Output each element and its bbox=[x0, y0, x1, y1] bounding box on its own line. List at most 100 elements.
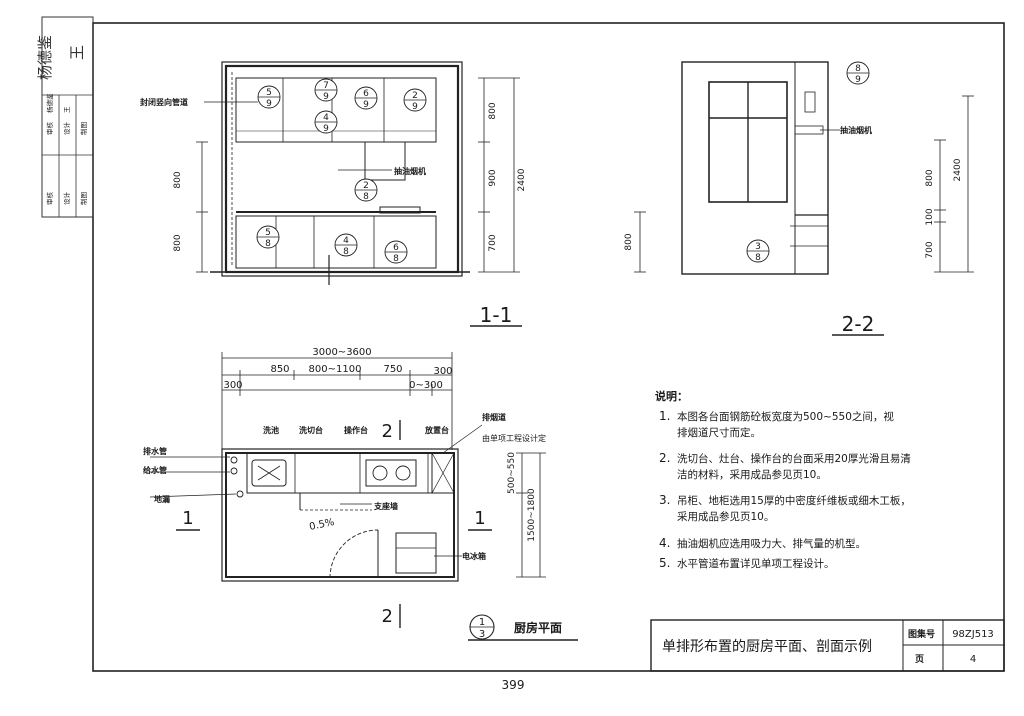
note-item-5: 5. 水平管道布置详见单项工程设计。 bbox=[659, 555, 835, 572]
ref-1-1-b-top: 7 bbox=[323, 81, 329, 91]
dim-1-1-right-1: 900 bbox=[488, 169, 498, 186]
plan-dim-800-1100: 800~1100 bbox=[309, 364, 362, 375]
label-drain-pipe: 排水管 bbox=[143, 446, 167, 456]
ref-bubble-plan: 1 3 bbox=[469, 614, 495, 640]
dim-2-2-total: 2400 bbox=[953, 158, 963, 181]
dim-1-1-total: 2400 bbox=[517, 168, 527, 191]
label-fridge: 电冰箱 bbox=[462, 551, 486, 561]
note-item-2: 2.洗切台、灶台、操作台的台面采用20厚光滑且易清 洁的材料，采用成品参见页10… bbox=[659, 450, 911, 483]
ref-1-1-i-bot: 8 bbox=[393, 254, 399, 264]
note-item-4: 4.抽油烟机应选用吸力大、排气量的机型。 bbox=[659, 535, 866, 552]
ref-1-1-f-top: 2 bbox=[363, 181, 369, 191]
signature-strip: 杨德鉴 王 bbox=[36, 16, 94, 218]
ref-1-1-a-bot: 9 bbox=[266, 99, 272, 109]
label-place: 放置台 bbox=[424, 425, 449, 435]
note-item-1: 1.本图各台面钢筋砼板宽度为500~550之间，视 排烟道尺寸而定。 bbox=[659, 408, 894, 441]
ref-bubble-1-1-i: 6 8 bbox=[384, 240, 408, 264]
ref-1-1-d-top: 4 bbox=[323, 113, 329, 123]
ref-bubble-1-1-a: 5 9 bbox=[257, 85, 281, 109]
plan-dim-300-left: 300 bbox=[223, 380, 242, 391]
plan-dim-300-right: 300 bbox=[433, 366, 452, 377]
atlas-label: 图集号 bbox=[908, 628, 935, 640]
atlas-value: 98ZJ513 bbox=[952, 629, 994, 640]
ref-1-1-f-bot: 8 bbox=[363, 192, 369, 202]
dim-1-1-left-upper: 800 bbox=[173, 171, 183, 188]
dim-2-2-right-1: 100 bbox=[925, 208, 935, 225]
note-3-num: 3. bbox=[659, 493, 671, 507]
sidebar-cell-1-0: 设计 bbox=[62, 122, 71, 136]
sidebar-cell-1-1: 王 bbox=[63, 106, 71, 113]
note-item-3: 3. 吊柜、地柜选用15厚的中密度纤维板或细木工板， 采用成品参见页10。 bbox=[659, 492, 911, 525]
ref-1-1-b-bot: 9 bbox=[323, 92, 329, 102]
callout-duct-1-1: 封闭竖向管道 bbox=[140, 97, 188, 107]
label-exhaust: 排烟道 bbox=[482, 412, 506, 422]
section-mark-2-top: 2 bbox=[382, 421, 393, 442]
plan-dim-500-550: 500~550 bbox=[507, 452, 517, 494]
section-2-2-drawing bbox=[634, 61, 974, 336]
ref-2-2-a-top: 8 bbox=[855, 64, 861, 74]
sheet-border bbox=[92, 22, 1005, 672]
plan-dim-750: 750 bbox=[383, 364, 402, 375]
label-operate: 操作台 bbox=[344, 425, 368, 435]
note-2-num: 2. bbox=[659, 451, 671, 465]
ref-bubble-1-1-f: 2 8 bbox=[354, 178, 378, 202]
label-wall: 支座墙 bbox=[373, 501, 398, 511]
ref-bubble-2-2-a: 8 9 bbox=[846, 61, 870, 85]
label-slope: 0.5% bbox=[308, 517, 335, 533]
callout-hood-1-1: 抽油烟机 bbox=[394, 166, 426, 176]
plan-dim-0-300: 0~300 bbox=[409, 380, 443, 391]
ref-2-2-a-bot: 9 bbox=[855, 75, 861, 85]
dim-1-1-right-2: 700 bbox=[488, 234, 498, 251]
note-4-num: 4. bbox=[659, 536, 671, 550]
ref-1-1-g-top: 5 bbox=[265, 228, 271, 238]
note-1-line-2: 排烟道尺寸而定。 bbox=[677, 427, 761, 439]
plan-dim-850: 850 bbox=[270, 364, 289, 375]
callout-hood-2-2: 抽油烟机 bbox=[840, 125, 872, 135]
section-mark-1-right: 1 bbox=[474, 508, 485, 529]
label-exhaust-note: 由单项工程设计定 bbox=[482, 433, 546, 443]
title-block-title: 单排形布置的厨房平面、剖面示例 bbox=[662, 639, 872, 655]
ref-1-1-a-top: 5 bbox=[266, 88, 272, 98]
note-1-num: 1. bbox=[659, 409, 671, 423]
ref-bubble-1-1-e: 2 9 bbox=[403, 88, 427, 112]
note-2-line-1: 洗切台、灶台、操作台的台面采用20厚光滑且易清 bbox=[677, 453, 911, 465]
plan-drawing bbox=[149, 352, 578, 641]
ref-bubble-1-1-d: 4 9 bbox=[314, 110, 338, 134]
sidebar-cell-0-0: 审核 bbox=[45, 122, 54, 136]
label-cut: 洗切台 bbox=[299, 425, 323, 435]
label-wash: 洗池 bbox=[263, 425, 279, 435]
ref-1-1-c-top: 6 bbox=[363, 89, 369, 99]
plan-title: 厨房平面 bbox=[514, 620, 562, 635]
sidebar-cell-2-2: 制图 bbox=[79, 192, 88, 205]
dim-2-2-right-0: 800 bbox=[925, 169, 935, 186]
ref-plan-top: 1 bbox=[479, 617, 485, 628]
note-5-line-1: 水平管道布置详见单项工程设计。 bbox=[677, 558, 835, 570]
page-value: 4 bbox=[970, 654, 976, 665]
ref-2-2-b-top: 3 bbox=[755, 242, 761, 252]
signature-mark-2: 王 bbox=[68, 45, 86, 60]
signature-mark: 杨德鉴 bbox=[36, 35, 54, 80]
note-3-line-2: 采用成品参见页10。 bbox=[677, 511, 775, 523]
ref-bubble-1-1-h: 4 8 bbox=[334, 233, 358, 257]
dim-1-1-left-lower: 800 bbox=[173, 234, 183, 251]
ref-bubble-1-1-c: 6 9 bbox=[354, 86, 378, 110]
section-1-1-title: 1-1 bbox=[480, 303, 513, 327]
ref-1-1-d-bot: 9 bbox=[323, 124, 329, 134]
dim-2-2-right-2: 700 bbox=[925, 241, 935, 258]
label-floor-drain: 地漏 bbox=[154, 494, 170, 504]
sidebar-cell-1-2: 设计 bbox=[62, 192, 71, 206]
sidebar-cell-0-2: 审核 bbox=[45, 192, 54, 206]
dim-1-1-right-0: 800 bbox=[488, 102, 498, 119]
section-mark-1-left: 1 bbox=[182, 508, 193, 529]
notes-heading: 说明： bbox=[655, 390, 688, 403]
page-number: 399 bbox=[502, 678, 525, 692]
note-3-line-1: 吊柜、地柜选用15厚的中密度纤维板或细木工板， bbox=[677, 495, 911, 507]
page-label: 页 bbox=[915, 654, 924, 665]
ref-bubble-1-1-b: 7 9 bbox=[314, 78, 338, 102]
ref-bubble-1-1-g: 5 8 bbox=[256, 225, 280, 249]
sidebar-cell-0-1: 杨德鉴 bbox=[45, 93, 54, 113]
ref-1-1-h-top: 4 bbox=[343, 236, 349, 246]
note-5-num: 5. bbox=[659, 556, 671, 570]
ref-1-1-e-bot: 9 bbox=[412, 102, 418, 112]
